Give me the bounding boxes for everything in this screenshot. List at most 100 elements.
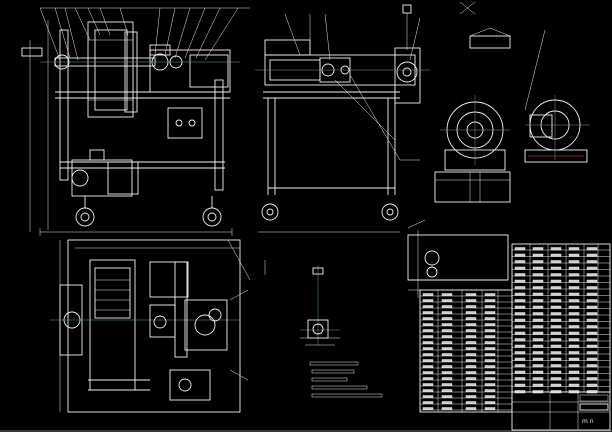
table-cell-text xyxy=(568,286,580,290)
table-cell-text xyxy=(532,273,544,277)
table-cell-text xyxy=(568,247,580,251)
table-cell-text xyxy=(422,305,434,308)
table-cell-text xyxy=(484,341,496,344)
table-cell-text xyxy=(586,299,598,303)
table-cell-text xyxy=(514,292,526,296)
table-cell-text xyxy=(586,357,598,361)
plan-view xyxy=(50,239,266,413)
table-cell-text xyxy=(550,325,562,329)
table-cell-text xyxy=(422,299,434,302)
table-cell-text xyxy=(586,286,598,290)
table-cell-text xyxy=(465,407,477,410)
table-cell-text xyxy=(441,329,453,332)
table-cell-text xyxy=(484,407,496,410)
table-cell-text xyxy=(550,286,562,290)
table-cell-text xyxy=(514,247,526,251)
table-cell-text xyxy=(532,260,544,264)
table-cell-text xyxy=(484,305,496,308)
table-cell-text xyxy=(568,318,580,322)
table-cell-text xyxy=(586,351,598,355)
table-cell-text xyxy=(465,305,477,308)
table-cell-text xyxy=(532,279,544,283)
table-cell-text xyxy=(422,329,434,332)
section-view-left xyxy=(434,95,511,203)
table-cell-text xyxy=(568,305,580,309)
table-cell-text xyxy=(441,371,453,374)
table-cell-text xyxy=(441,359,453,362)
table-cell-text xyxy=(422,353,434,356)
table-cell-text xyxy=(532,331,544,335)
table-cell-text xyxy=(441,299,453,302)
table-cell-text xyxy=(484,371,496,374)
table-cell-text xyxy=(532,377,544,381)
table-cell-text xyxy=(514,364,526,368)
table-cell-text xyxy=(465,317,477,320)
table-cell-text xyxy=(441,377,453,380)
table-cell-text xyxy=(550,364,562,368)
table-cell-text xyxy=(465,335,477,338)
table-cell-text xyxy=(441,401,453,404)
table-cell-text xyxy=(465,365,477,368)
table-cell-text xyxy=(484,323,496,326)
table-cell-text xyxy=(550,266,562,270)
table-cell-text xyxy=(532,266,544,270)
table-cell-text xyxy=(441,317,453,320)
table-cell-text xyxy=(586,331,598,335)
title-block: m n xyxy=(511,391,611,431)
table-cell-text xyxy=(441,407,453,410)
table-cell-text xyxy=(586,338,598,342)
table-cell-text xyxy=(586,370,598,374)
table-cell-text xyxy=(484,383,496,386)
table-cell-text xyxy=(484,293,496,296)
table-cell-text xyxy=(514,370,526,374)
table-cell-text xyxy=(514,253,526,257)
table-cell-text xyxy=(568,299,580,303)
table-cell-text xyxy=(532,364,544,368)
table-cell-text xyxy=(586,247,598,251)
section-view-right xyxy=(402,1,590,163)
table-cell-text xyxy=(422,347,434,350)
table-cell-text xyxy=(586,344,598,348)
table-cell-text xyxy=(514,305,526,309)
table-cell-text xyxy=(441,335,453,338)
table-cell-text xyxy=(441,323,453,326)
table-cell-text xyxy=(484,395,496,398)
table-cell-text xyxy=(484,347,496,350)
table-cell-text xyxy=(568,260,580,264)
table-cell-text xyxy=(514,377,526,381)
table-cell-text xyxy=(568,357,580,361)
table-cell-text xyxy=(586,318,598,322)
table-cell-text xyxy=(532,305,544,309)
table-cell-text xyxy=(550,273,562,277)
table-cell-text xyxy=(514,266,526,270)
table-cell-text xyxy=(586,325,598,329)
table-cell-text xyxy=(465,353,477,356)
table-cell-text xyxy=(484,359,496,362)
table-cell-text xyxy=(484,389,496,392)
table-cell-text xyxy=(568,312,580,316)
table-cell-text xyxy=(550,351,562,355)
table-cell-text xyxy=(465,389,477,392)
table-cell-text xyxy=(568,279,580,283)
table-cell-text xyxy=(484,365,496,368)
table-cell-text xyxy=(514,331,526,335)
table-cell-text xyxy=(465,329,477,332)
table-cell-text xyxy=(514,357,526,361)
table-cell-text xyxy=(465,383,477,386)
table-cell-text xyxy=(586,260,598,264)
table-cell-text xyxy=(568,370,580,374)
table-cell-text xyxy=(550,260,562,264)
table-cell-text xyxy=(514,260,526,264)
table-cell-text xyxy=(586,292,598,296)
detail-view xyxy=(300,265,340,346)
table-cell-text xyxy=(550,253,562,257)
table-cell-text xyxy=(484,299,496,302)
table-cell-text xyxy=(568,377,580,381)
table-cell-text xyxy=(514,273,526,277)
table-cell-text xyxy=(441,293,453,296)
table-cell-text xyxy=(586,305,598,309)
table-cell-text xyxy=(441,365,453,368)
table-cell-text xyxy=(532,383,544,387)
table-cell-text xyxy=(465,323,477,326)
